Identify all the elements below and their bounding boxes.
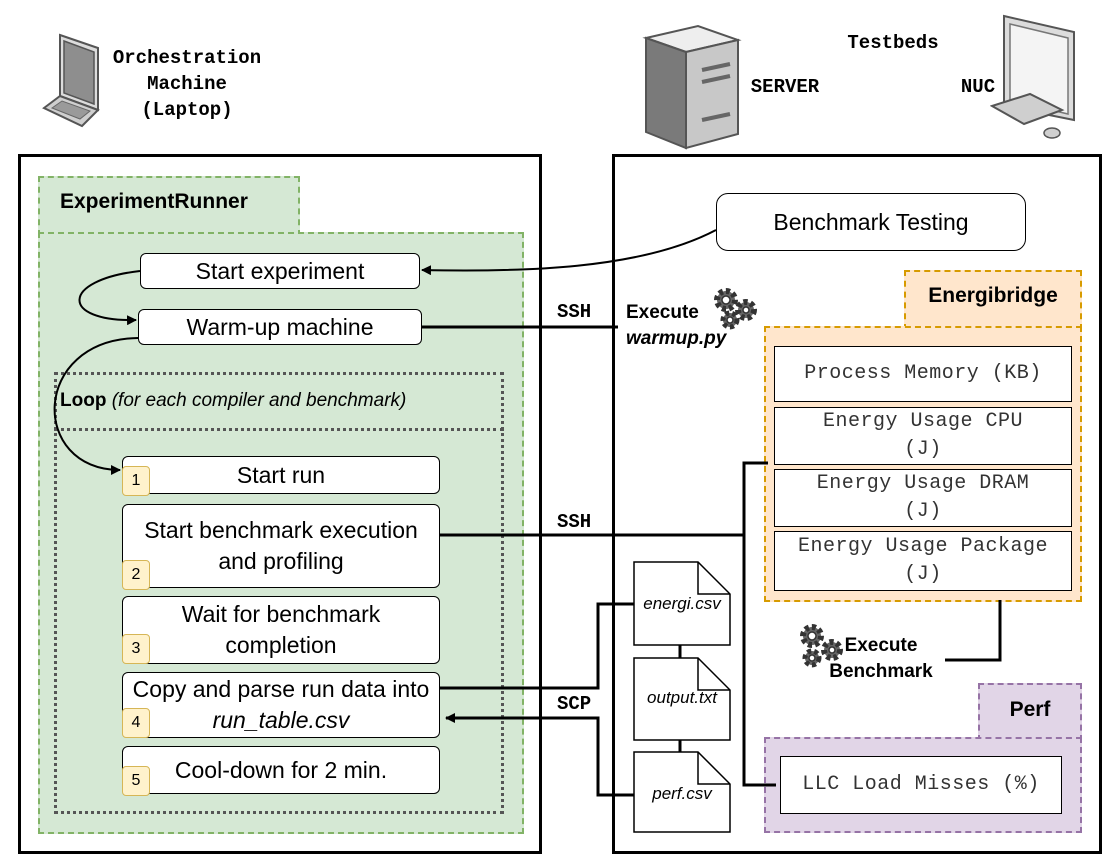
step-2-number: 2	[122, 560, 150, 590]
step-1-label: Start run	[236, 461, 326, 488]
execute-benchmark-line	[945, 600, 1002, 662]
experiment-runner-title: ExperimentRunner	[60, 190, 248, 213]
ssh-warmup-label: SSH	[557, 301, 592, 323]
metric-energy-package: Energy Usage Package (J)	[774, 531, 1072, 591]
benchmark-to-start-arrow	[421, 229, 717, 276]
step-4-label: Copy and parse run data into	[132, 676, 430, 702]
scp-label: SCP	[557, 693, 592, 715]
step-5-number: 5	[122, 766, 150, 796]
start-experiment-label: Start experiment	[195, 257, 365, 284]
start-experiment-step: Start experiment	[140, 253, 420, 289]
warmup-machine-label: Warm-up machine	[186, 313, 374, 340]
step-5-label: Cool-down for 2 min.	[174, 756, 388, 783]
execute-benchmark-label: Execute Benchmark	[829, 635, 933, 682]
execute-warmup-label: Execute warmup.py	[626, 300, 726, 356]
step-4-box: Copy and parse run data into run_table.c…	[122, 672, 440, 738]
step-4-filename: run_table.csv	[212, 707, 350, 733]
execute-label: Execute	[626, 302, 699, 323]
energibridge-title: Energibridge	[928, 284, 1058, 307]
experiment-runner-tab	[38, 176, 300, 236]
laptop-icon	[42, 30, 100, 130]
step-4-number: 4	[122, 708, 150, 738]
gear-icon-benchmark	[800, 624, 843, 668]
server-icon	[640, 20, 744, 150]
metric-energy-dram: Energy Usage DRAM (J)	[774, 469, 1072, 527]
metric-llc-load-misses: LLC Load Misses (%)	[780, 756, 1062, 814]
loop-container	[54, 372, 504, 814]
testbeds-label: Testbeds	[847, 32, 939, 54]
step-5-box: Cool-down for 2 min.	[122, 746, 440, 794]
step-3-label: Wait for benchmark completion	[181, 601, 381, 658]
server-label: SERVER	[750, 76, 820, 98]
start-to-warmup-arrow	[78, 270, 141, 326]
loop-subtitle: (for each compiler and benchmark)	[111, 390, 407, 411]
gear-icon-warmup	[714, 288, 757, 330]
energibridge-tab	[904, 270, 1082, 330]
orchestration-machine-label: Orchestration Machine (Laptop)	[112, 47, 262, 121]
benchmark-testing-box: Benchmark Testing	[716, 193, 1026, 251]
scp-perf-arrow	[445, 713, 634, 797]
copy-to-energi-line	[440, 602, 634, 690]
energi-csv-label: energi.csv	[643, 594, 721, 613]
step-1-number: 1	[122, 466, 150, 496]
warmup-script-label: warmup.py	[626, 328, 727, 349]
perf-title: Perf	[1009, 698, 1051, 721]
output-txt-label: output.txt	[647, 688, 717, 707]
perf-csv-label: perf.csv	[652, 784, 712, 803]
metric-process-memory: Process Memory (KB)	[774, 346, 1072, 402]
loop-header-divider	[54, 428, 504, 431]
energi-csv-file-icon	[633, 561, 731, 646]
perf-tab	[978, 683, 1082, 741]
ssh-benchmark-label: SSH	[557, 511, 592, 533]
loop-title: Loop (for each compiler and benchmark)	[60, 390, 504, 420]
metric-energy-cpu: Energy Usage CPU (J)	[774, 407, 1072, 465]
warmup-to-start-run-arrow	[53, 337, 139, 475]
warmup-machine-step: Warm-up machine	[138, 309, 422, 345]
benchmark-testing-label: Benchmark Testing	[773, 208, 969, 235]
step-2-label: Start benchmark execution and profiling	[144, 517, 418, 574]
ssh-to-perf-line	[742, 535, 776, 787]
perf-csv-file-icon	[633, 751, 731, 833]
output-txt-file-icon	[633, 657, 731, 741]
step-2-box: Start benchmark execution and profiling	[122, 504, 440, 588]
desktop-computer-icon	[989, 10, 1090, 145]
ssh-benchmark-line	[440, 461, 768, 537]
nuc-label: NUC	[960, 76, 996, 98]
step-3-number: 3	[122, 634, 150, 664]
step-1-box: Start run	[122, 456, 440, 494]
step-3-box: Wait for benchmark completion	[122, 596, 440, 664]
loop-label: Loop	[60, 390, 107, 411]
